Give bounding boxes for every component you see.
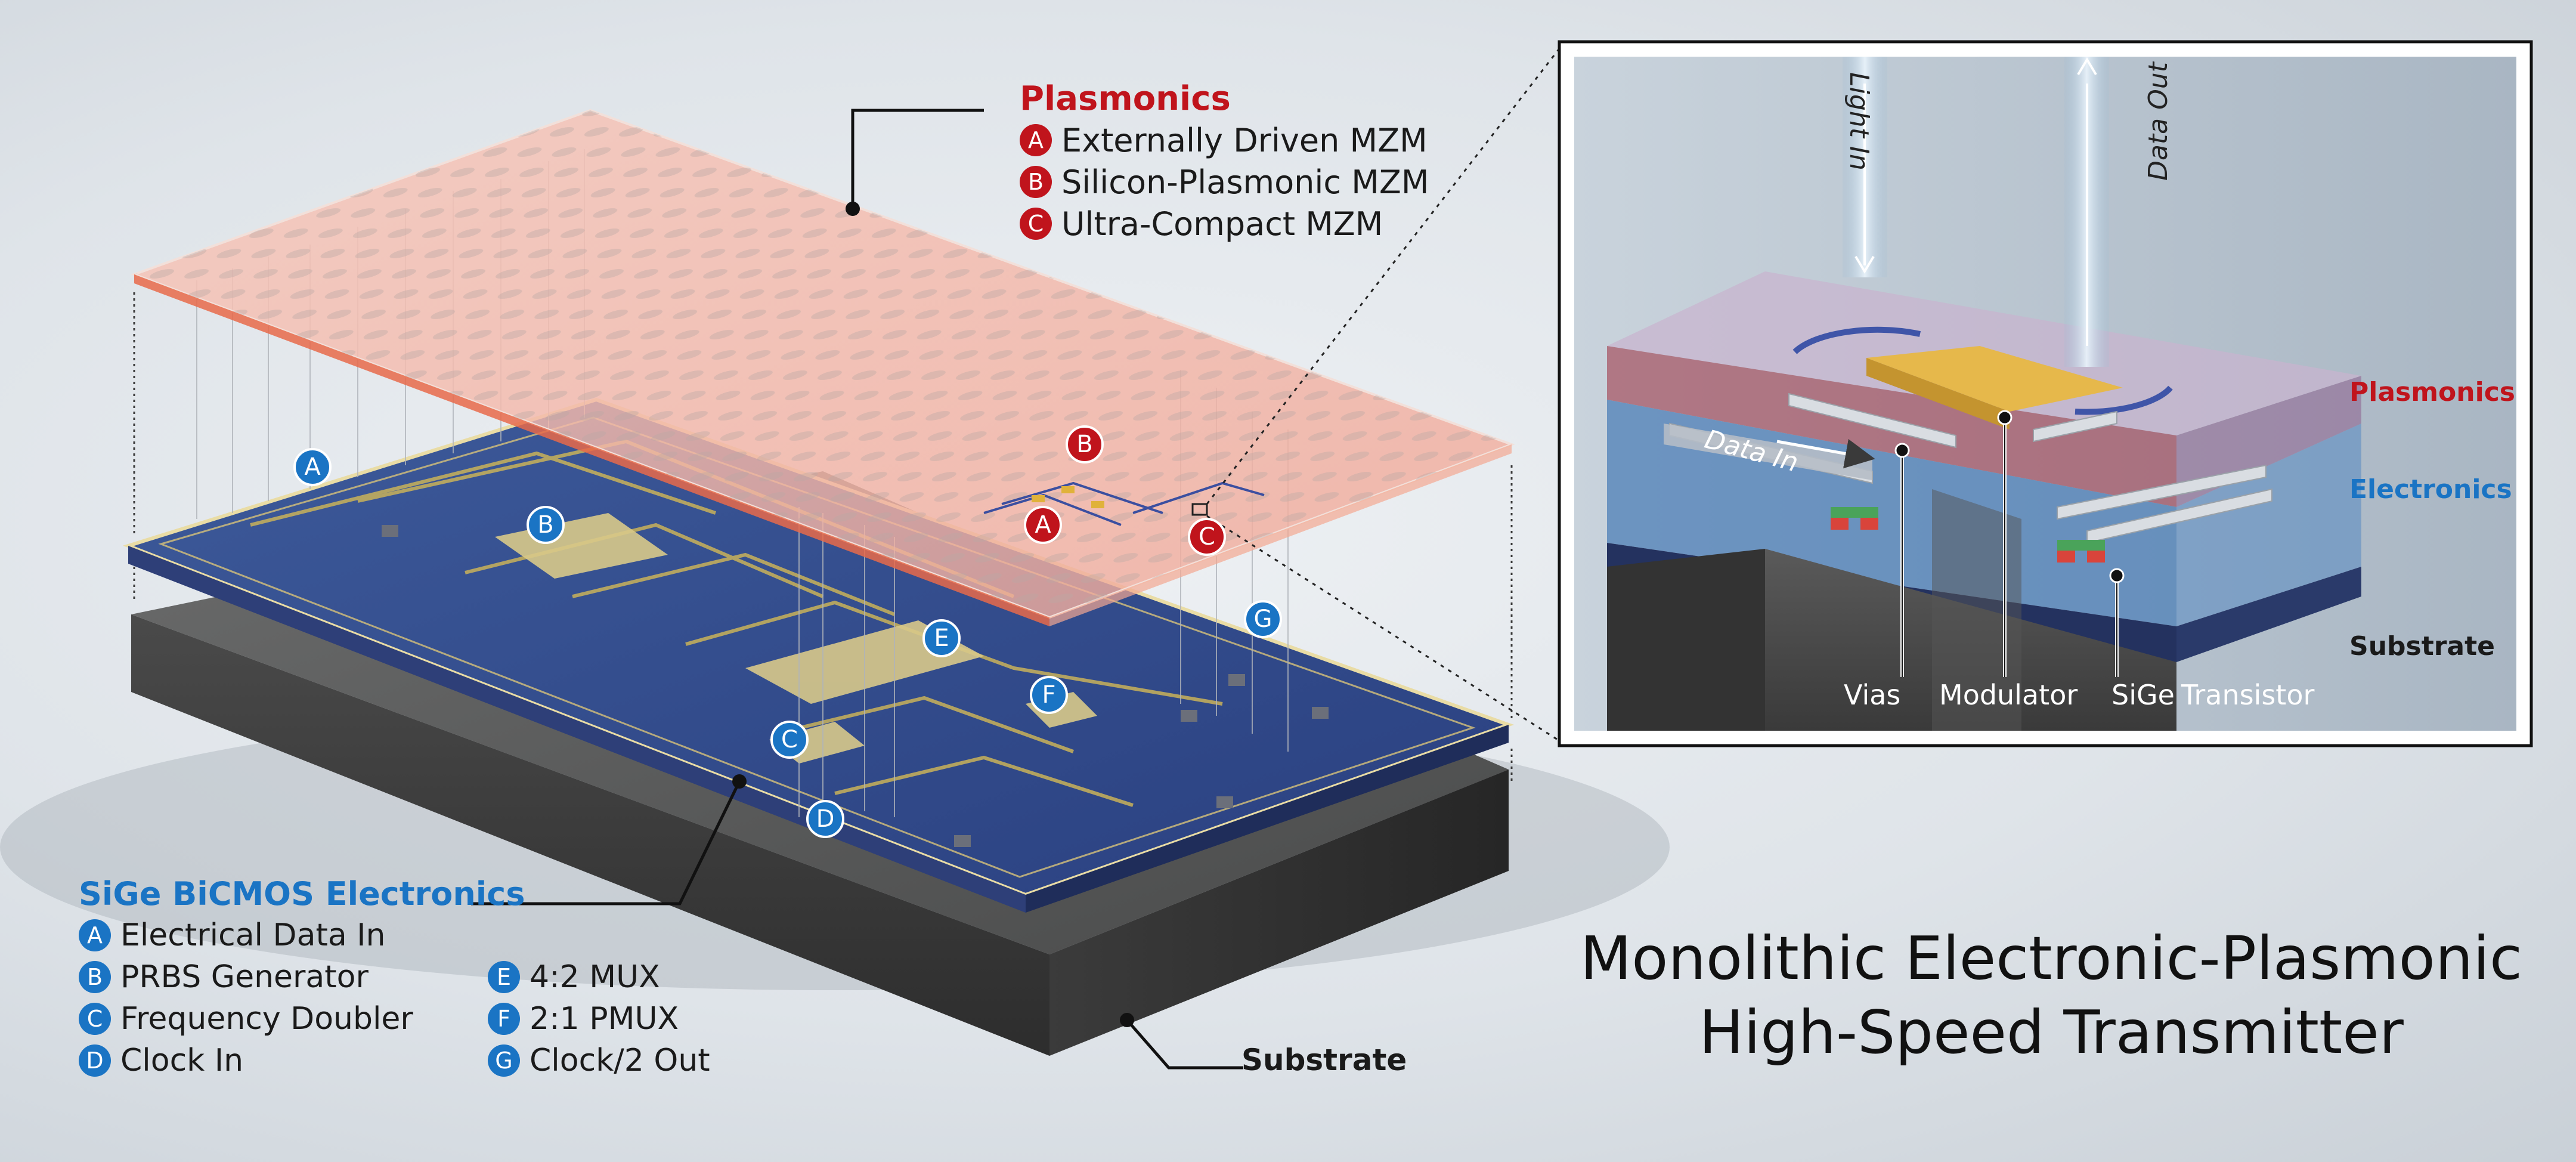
main-title-line1: Monolithic Electronic-Plasmonic bbox=[1580, 923, 2522, 993]
badge-f: F bbox=[488, 1003, 520, 1035]
badge-b: B bbox=[79, 961, 111, 993]
inset-callout-sige: SiGe bbox=[2111, 679, 2175, 711]
badge-b: B bbox=[1020, 166, 1052, 198]
legend-item: E 4:2 MUX bbox=[488, 956, 710, 998]
legend-item-label: Clock In bbox=[120, 1043, 244, 1078]
legend-item-label: Ultra-Compact MZM bbox=[1061, 205, 1383, 243]
plasmonics-legend-title: Plasmonics bbox=[1020, 79, 1231, 118]
legend-item-label: 4:2 MUX bbox=[530, 959, 660, 995]
legend-item-label: Clock/2 Out bbox=[530, 1043, 710, 1078]
inset-callout-vias: Vias bbox=[1844, 679, 1901, 711]
legend-item: B PRBS Generator bbox=[79, 956, 413, 998]
inset-layer-plasmonics: Plasmonics bbox=[2349, 377, 2515, 407]
chip-marker-blue-f: F bbox=[1030, 676, 1068, 714]
chip-marker-blue-b: B bbox=[527, 506, 565, 544]
badge-e: E bbox=[488, 961, 520, 993]
main-title: Monolithic Electronic-Plasmonic High-Spe… bbox=[1550, 922, 2552, 1070]
electronics-legend-title: SiGe BiCMOS Electronics bbox=[79, 875, 525, 913]
chip-marker-blue-e: E bbox=[922, 619, 961, 657]
inset-light-in-label: Light In bbox=[1843, 72, 1874, 171]
legend-item: A Externally Driven MZM bbox=[1020, 119, 1429, 161]
badge-d: D bbox=[79, 1044, 111, 1077]
main-title-line2: High-Speed Transmitter bbox=[1699, 997, 2404, 1067]
legend-item-label: Silicon-Plasmonic MZM bbox=[1061, 163, 1429, 201]
badge-a: A bbox=[79, 919, 111, 951]
inset-data-out-label: Data Out bbox=[2142, 62, 2174, 181]
legend-item: F 2:1 PMUX bbox=[488, 998, 710, 1040]
legend-item: A Electrical Data In bbox=[79, 914, 413, 956]
chip-marker-red-a: A bbox=[1024, 506, 1062, 544]
chip-marker-blue-g: G bbox=[1244, 600, 1282, 638]
legend-item-label: PRBS Generator bbox=[120, 959, 369, 995]
inset-layer-substrate: Substrate bbox=[2349, 631, 2495, 662]
chip-marker-blue-d: D bbox=[806, 800, 844, 838]
chip-marker-red-c: C bbox=[1188, 518, 1226, 556]
legend-item: B Silicon-Plasmonic MZM bbox=[1020, 161, 1429, 203]
chip-marker-red-b: B bbox=[1066, 425, 1104, 463]
legend-item-label: 2:1 PMUX bbox=[530, 1001, 679, 1037]
legend-item: C Frequency Doubler bbox=[79, 998, 413, 1040]
inset-layer-electronics: Electronics bbox=[2349, 474, 2512, 505]
legend-item-label: Frequency Doubler bbox=[120, 1001, 413, 1037]
chip-marker-blue-a: A bbox=[293, 448, 332, 486]
badge-a: A bbox=[1020, 124, 1052, 156]
legend-item-label: Externally Driven MZM bbox=[1061, 121, 1428, 159]
legend-item: C Ultra-Compact MZM bbox=[1020, 203, 1429, 245]
electronics-legend-right: E 4:2 MUX F 2:1 PMUX G Clock/2 Out bbox=[488, 956, 710, 1081]
badge-c: C bbox=[79, 1003, 111, 1035]
inset-callout-transistor: Transistor bbox=[2181, 679, 2315, 711]
legend-item: D Clock In bbox=[79, 1040, 413, 1081]
plasmonics-legend: Plasmonics A Externally Driven MZM B Sil… bbox=[1020, 79, 1429, 245]
chip-marker-blue-c: C bbox=[770, 721, 809, 759]
badge-g: G bbox=[488, 1044, 520, 1077]
legend-item: G Clock/2 Out bbox=[488, 1040, 710, 1081]
electronics-legend-left: A Electrical Data In B PRBS Generator C … bbox=[79, 914, 413, 1081]
legend-item-label: Electrical Data In bbox=[120, 917, 386, 953]
inset-callout-modulator: Modulator bbox=[1939, 679, 2078, 711]
substrate-label: Substrate bbox=[1241, 1043, 1407, 1077]
badge-c: C bbox=[1020, 208, 1052, 240]
